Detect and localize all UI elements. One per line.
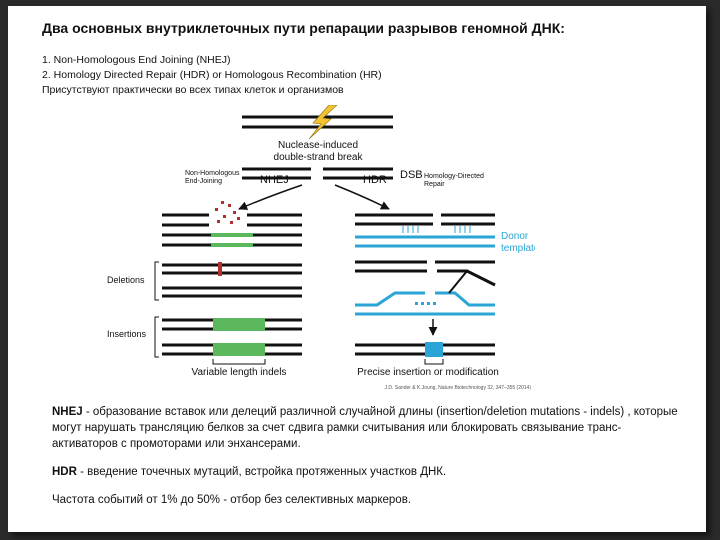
- hdr-short-label: HDR: [363, 174, 387, 186]
- hdr-term: HDR: [52, 466, 77, 478]
- nhej-long-label-2: End-Joining: [185, 178, 222, 185]
- hdr-long-label-2: Repair: [424, 181, 445, 188]
- deletions-bracket: [155, 262, 159, 300]
- intro-list: 1. Non-Homologous End Joining (NHEJ) 2. …: [42, 53, 382, 98]
- lightning-icon: [309, 105, 337, 139]
- frequency-paragraph: Частота событий от 1% до 50% - отбор без…: [52, 492, 682, 508]
- indel-brace: [213, 359, 265, 364]
- nhej-paragraph: NHEJ - образование вставок или делеций р…: [52, 404, 682, 452]
- deletions-label: Deletions: [107, 275, 145, 285]
- precise-label: Precise insertion or modification: [357, 367, 499, 378]
- nhej-term: NHEJ: [52, 406, 83, 418]
- hdr-long-label-1: Homology-Directed: [424, 173, 484, 180]
- nhej-description: - образование вставок или делеций различ…: [52, 406, 678, 450]
- insertion-strands: [162, 318, 302, 356]
- dsb-label: DSB: [400, 169, 423, 181]
- nhej-long-label-1: Non-Homologous: [185, 170, 240, 177]
- nhej-broken-ends: [162, 201, 302, 225]
- dna-repair-figure: Nuclease-induced double-strand break DSB…: [97, 105, 535, 393]
- deletion-strands: [162, 262, 302, 296]
- hdr-description: - введение точечных мутаций, встройка пр…: [77, 466, 446, 478]
- hdr-result: [355, 342, 495, 357]
- slide-title: Два основных внутриклеточных пути репара…: [42, 20, 565, 36]
- hdr-arrow: [335, 185, 389, 209]
- slide-body: NHEJ - образование вставок или делеций р…: [52, 404, 682, 520]
- nuclease-label: Nuclease-induced: [278, 140, 358, 151]
- nhej-arrow: [239, 185, 302, 209]
- intro-line-nhej: 1. Non-Homologous End Joining (NHEJ): [42, 53, 382, 68]
- hdr-broken-ends: [355, 215, 495, 224]
- intro-line-presence: Присутствуют практически во всех типах к…: [42, 83, 382, 98]
- hdr-paragraph: HDR - введение точечных мутаций, встройк…: [52, 464, 682, 480]
- nhej-short-label: NHEJ: [260, 174, 289, 186]
- nhej-joined: [162, 233, 302, 247]
- figure-citation: J.D. Sander & K.Joung, Nature Biotechnol…: [385, 385, 532, 391]
- donor-label-1: Donor: [501, 231, 529, 242]
- insertions-bracket: [155, 317, 159, 357]
- intro-line-hdr: 2. Homology Directed Repair (HDR) or Hom…: [42, 68, 382, 83]
- donor-template: [355, 237, 495, 246]
- dsb-break-label: double-strand break: [274, 152, 364, 163]
- homology-ticks: [403, 226, 470, 233]
- donor-label-2: template: [501, 243, 535, 254]
- slide: Два основных внутриклеточных пути репара…: [8, 6, 706, 532]
- hdr-strand-invasion: [355, 262, 495, 314]
- precise-brace: [425, 359, 443, 364]
- insertions-label: Insertions: [107, 329, 147, 339]
- variable-indels-label: Variable length indels: [192, 367, 287, 378]
